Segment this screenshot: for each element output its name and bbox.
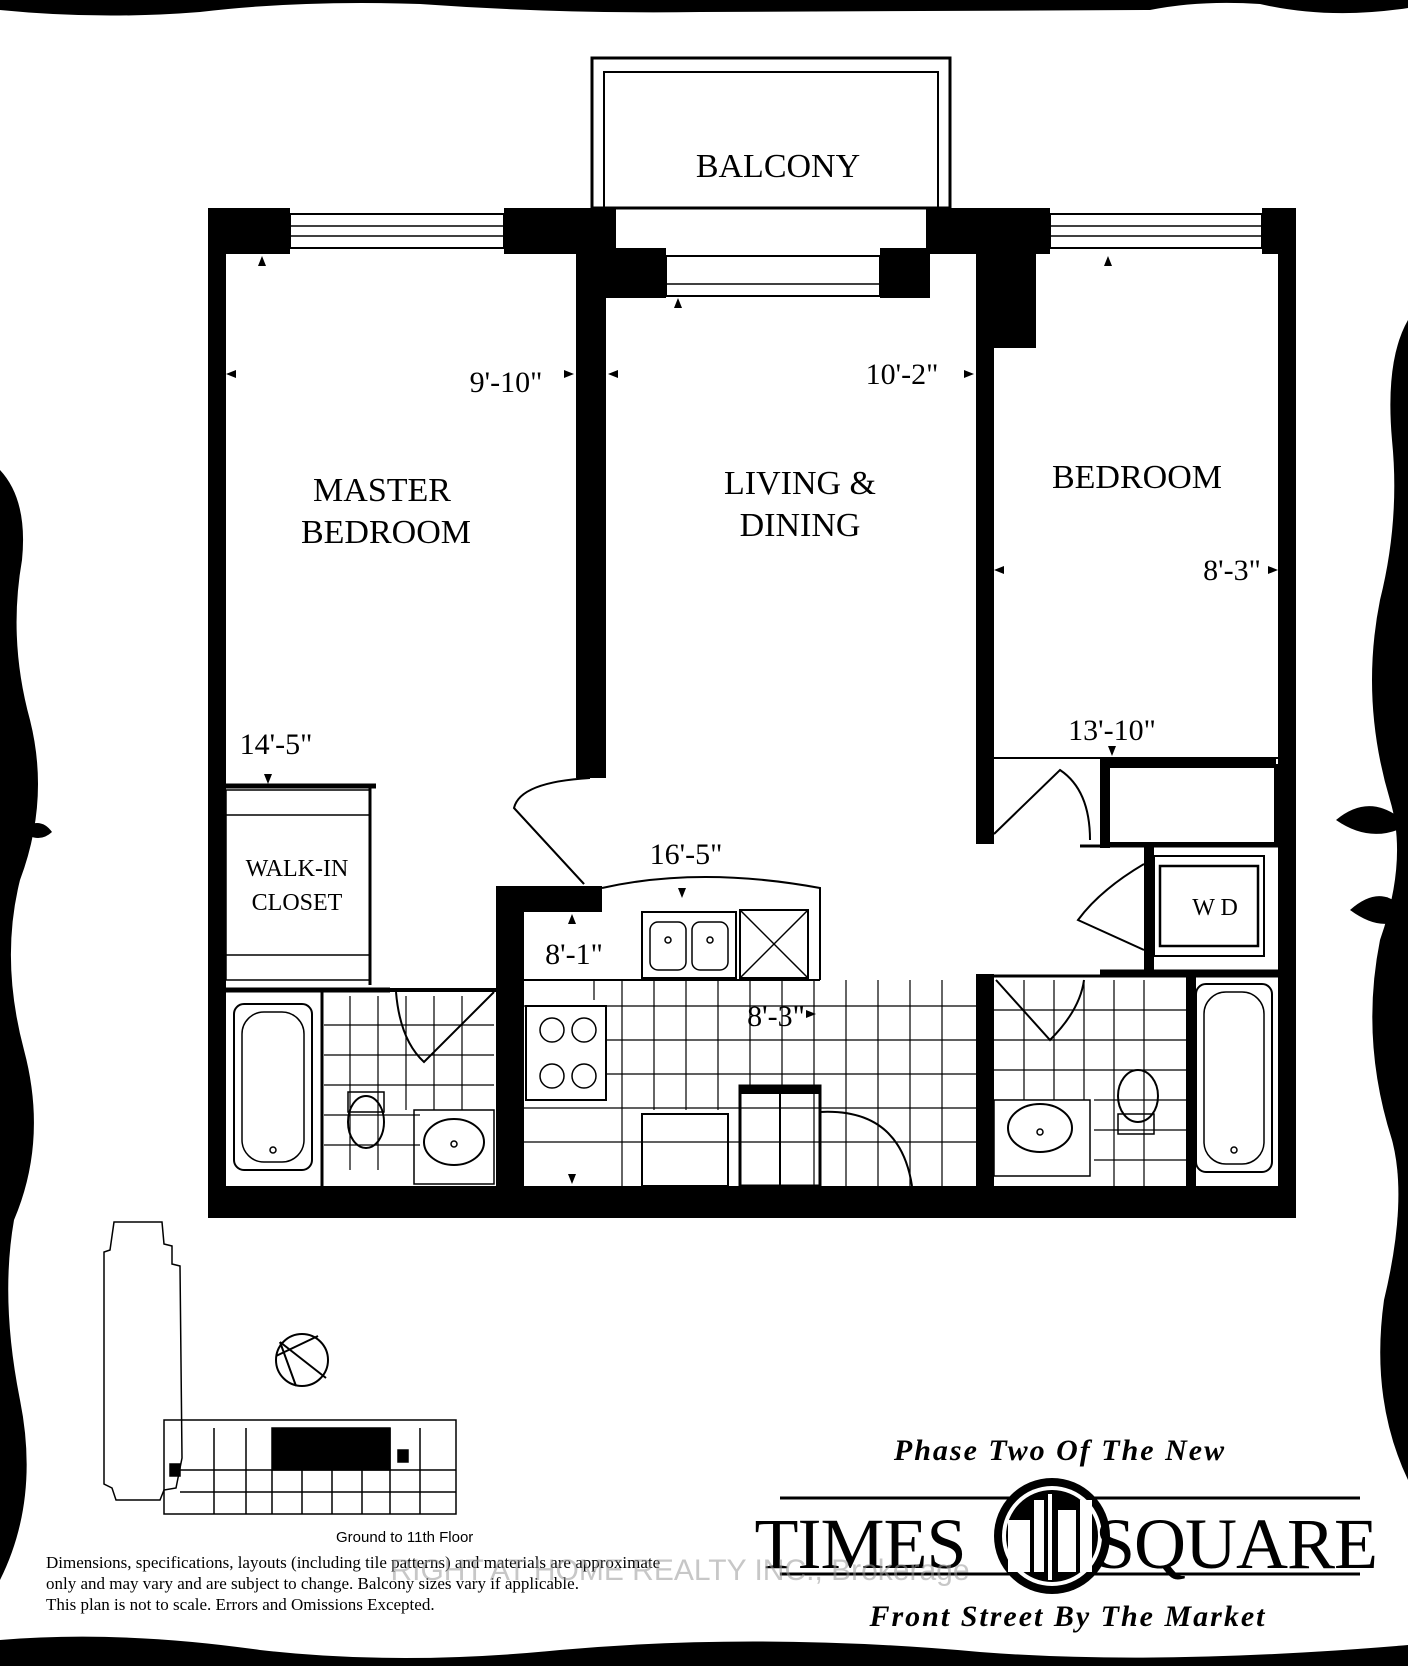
- dimension-arrows: [226, 256, 1278, 1184]
- keyplan-floor-label: Ground to 11th Floor: [336, 1529, 473, 1546]
- kitchen-length-dimension: 8'-3": [747, 1000, 805, 1033]
- key-plan: [103, 1221, 457, 1515]
- kitchen: [524, 876, 980, 1218]
- master-bathroom: [224, 988, 496, 1186]
- kitchen-width-dimension: 8'-1": [545, 938, 603, 971]
- balcony: [590, 56, 952, 210]
- master-bath-tiles: [324, 996, 494, 1170]
- balcony-label: BALCONY: [696, 148, 860, 185]
- living-dining-label-line2: DINING: [740, 507, 861, 544]
- exterior-walls: [208, 208, 1296, 1218]
- living-width-dimension: 10'-2": [866, 358, 939, 391]
- walkin-closet-label-line1: WALK-IN: [246, 856, 349, 882]
- disclaimer-line3: This plan is not to scale. Errors and Om…: [46, 1595, 435, 1614]
- master-width-dimension: 9'-10": [470, 366, 543, 399]
- times-square-logo-icon: [780, 1478, 1360, 1594]
- disclaimer-line2: only and may vary and are subject to cha…: [46, 1574, 579, 1593]
- laundry-label: W D: [1192, 895, 1238, 921]
- bedroom-length-dimension: 13'-10": [1068, 714, 1156, 747]
- north-compass-icon: [275, 1333, 329, 1387]
- brand-times: TIMES: [755, 1504, 966, 1584]
- living-dining-label-line1: LIVING &: [724, 465, 876, 502]
- living-length-dimension: 16'-5": [650, 838, 723, 871]
- second-bath-tiles: [994, 980, 1186, 1186]
- master-bedroom-label-line2: BEDROOM: [301, 514, 471, 551]
- second-bathroom: [976, 974, 1296, 1204]
- kitchen-tiles: [524, 980, 980, 1190]
- walkin-closet-label-line2: CLOSET: [252, 890, 343, 916]
- tagline-bottom: Front Street By The Market: [868, 1600, 1266, 1633]
- disclaimer-line1: Dimensions, specifications, layouts (inc…: [46, 1553, 660, 1572]
- brokerage-watermark: RIGHT AT HOME REALTY INC., Brokerage: [390, 1554, 969, 1587]
- master-bedroom-label-line1: MASTER: [313, 472, 451, 509]
- laundry-closet: [1076, 846, 1296, 975]
- brand-square: SQUARE: [1095, 1504, 1377, 1584]
- second-bedroom: [976, 757, 1296, 848]
- bedroom-label: BEDROOM: [1052, 459, 1222, 496]
- windows: [289, 213, 1263, 297]
- master-bedroom: [224, 777, 591, 993]
- master-length-dimension: 14'-5": [240, 728, 313, 761]
- tagline-top: Phase Two Of The New: [893, 1434, 1226, 1467]
- bedroom-width-dimension: 8'-3": [1203, 554, 1261, 587]
